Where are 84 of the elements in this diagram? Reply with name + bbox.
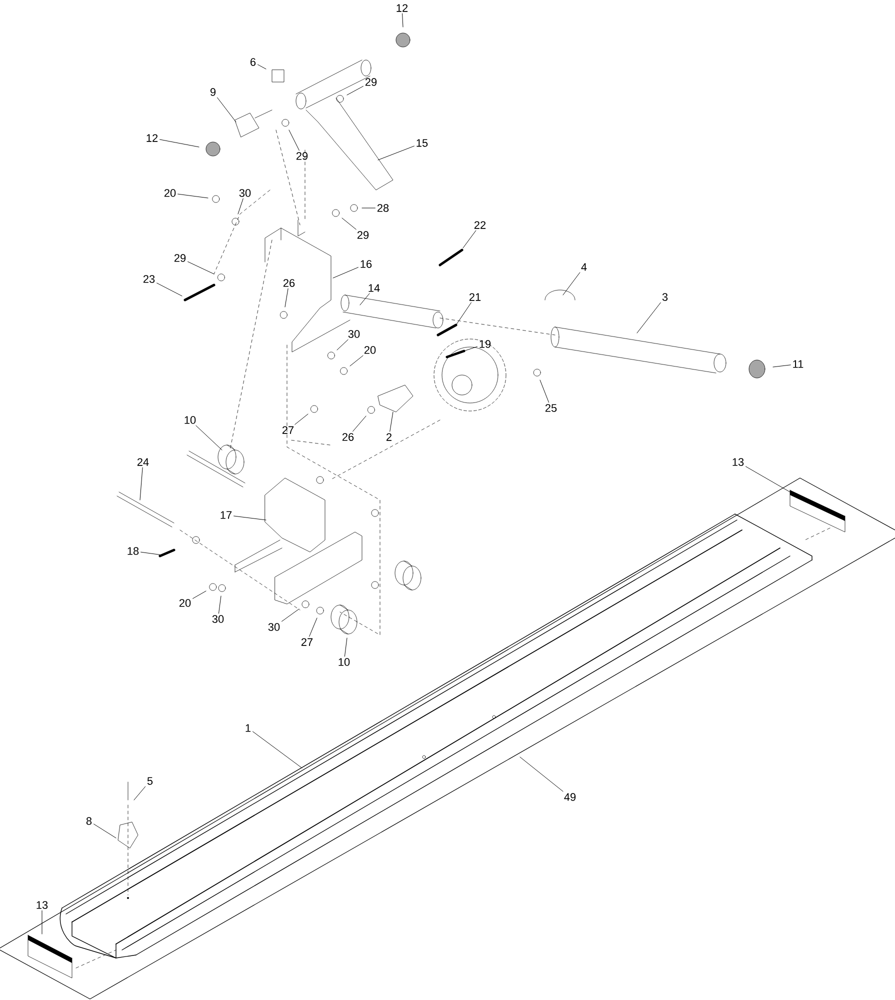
callout-number: 30	[268, 623, 280, 631]
leader-line	[520, 756, 564, 792]
leader-line	[336, 339, 348, 350]
callout-number: 20	[179, 599, 191, 607]
leader-line	[462, 230, 476, 248]
leader-line	[746, 466, 790, 492]
leader-line	[134, 786, 146, 800]
leader-line	[238, 198, 244, 214]
leader-line	[234, 516, 266, 520]
callout-number: 30	[348, 330, 360, 338]
callout-number: 27	[301, 638, 313, 646]
callout-number: 29	[357, 231, 369, 239]
leader-line	[332, 267, 358, 278]
leader-line	[258, 64, 266, 70]
leader-line	[160, 139, 200, 148]
callout-number: 21	[469, 293, 481, 301]
callout-number: 11	[793, 360, 804, 368]
callout-number: 24	[137, 458, 149, 466]
callout-number: 12	[396, 4, 408, 12]
leader-line	[294, 414, 308, 425]
callout-number: 2	[386, 433, 392, 441]
callout-number: 29	[365, 78, 377, 86]
leader-line	[178, 194, 208, 198]
callout-number: 26	[342, 433, 354, 441]
leader-line	[346, 86, 364, 96]
callout-number: 8	[86, 817, 92, 825]
callout-number: 27	[282, 426, 294, 434]
leader-line	[188, 261, 214, 274]
callout-number: 30	[212, 615, 224, 623]
callout-number: 29	[296, 152, 308, 160]
callout-number: 17	[220, 511, 232, 519]
callout-number: 20	[364, 346, 376, 354]
callout-number: 5	[147, 777, 153, 785]
leader-line	[309, 618, 318, 637]
callout-number: 4	[581, 263, 587, 271]
leader-line	[284, 288, 288, 308]
leader-line	[360, 293, 370, 306]
leader-line	[636, 302, 661, 334]
callout-number: 14	[368, 284, 380, 292]
leader-line	[252, 731, 302, 768]
callout-number: 1	[246, 724, 251, 732]
callout-number: 3	[662, 293, 668, 301]
callout-number: 25	[545, 404, 557, 412]
callout-number: 29	[174, 254, 186, 262]
leader-line	[390, 412, 394, 432]
leader-line	[288, 130, 300, 151]
leader-line	[94, 824, 116, 838]
leader-line	[378, 146, 414, 160]
leader-line	[350, 355, 364, 366]
callout-number: 28	[377, 204, 389, 212]
leader-line	[140, 552, 162, 556]
leader-line	[192, 590, 206, 599]
leader-line	[464, 346, 478, 352]
callout-number: 12	[146, 134, 158, 142]
callout-number: 19	[480, 340, 491, 348]
callout-number: 18	[128, 547, 139, 555]
leader-line	[156, 282, 182, 296]
callout-number: 13	[732, 458, 744, 466]
callout-number: 16	[360, 260, 372, 268]
callout-number: 20	[164, 189, 176, 197]
leader-line	[281, 608, 300, 622]
leader-line	[402, 13, 404, 28]
callout-number: 13	[36, 901, 48, 909]
callout-number: 6	[250, 58, 256, 66]
leader-line	[344, 638, 348, 657]
callout-number: 23	[143, 275, 155, 283]
leader-line	[342, 218, 356, 230]
callout-number: 26	[283, 279, 295, 287]
leader-line	[352, 416, 366, 432]
leader-line	[218, 596, 222, 614]
leader-line	[456, 302, 472, 326]
callout-number: 10	[184, 416, 196, 424]
callout-number: 22	[474, 221, 486, 229]
callout-number: 9	[210, 88, 216, 96]
leader-line	[196, 425, 222, 450]
callout-number: 30	[239, 189, 251, 197]
callout-number: 10	[338, 658, 350, 666]
callout-number: 49	[564, 793, 576, 801]
leader-line	[562, 272, 580, 296]
leader-line	[217, 97, 236, 122]
leader-line	[540, 380, 550, 403]
leader-line	[772, 364, 791, 368]
leader-line	[140, 467, 143, 500]
callout-number: 15	[416, 139, 428, 147]
